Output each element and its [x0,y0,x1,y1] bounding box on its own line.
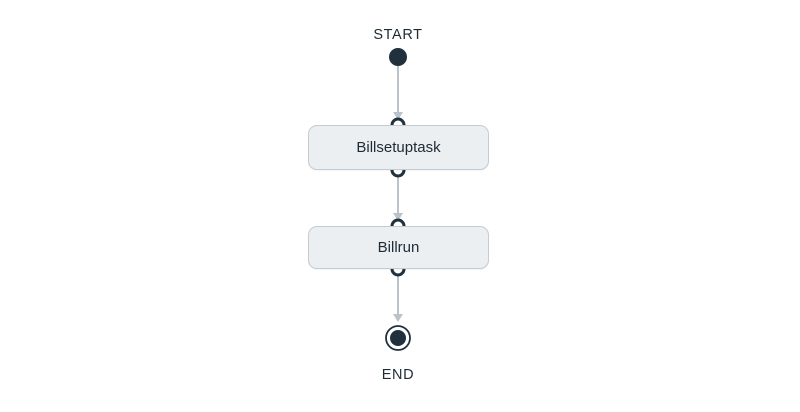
start-label: START [373,27,423,43]
edge-billsetuptask-to-billrun[interactable] [393,170,403,221]
task-node-billrun[interactable]: Billrun [308,226,489,269]
end-node-outer-ring [385,325,411,351]
end-label: END [381,367,415,383]
edge-billrun-to-end[interactable] [393,269,403,322]
end-node-group[interactable] [385,325,411,351]
start-node-circle[interactable] [389,48,407,66]
task-node-label: Billrun [377,239,420,256]
edge-start-to-billsetuptask[interactable] [393,66,403,120]
task-node-billsetuptask[interactable]: Billsetuptask [308,125,489,170]
arrowhead-icon [393,112,403,120]
task-node-label: Billsetuptask [356,139,441,156]
end-node-inner-circle [390,330,406,346]
arrowhead-icon [393,314,403,322]
arrowhead-icon [393,213,403,221]
